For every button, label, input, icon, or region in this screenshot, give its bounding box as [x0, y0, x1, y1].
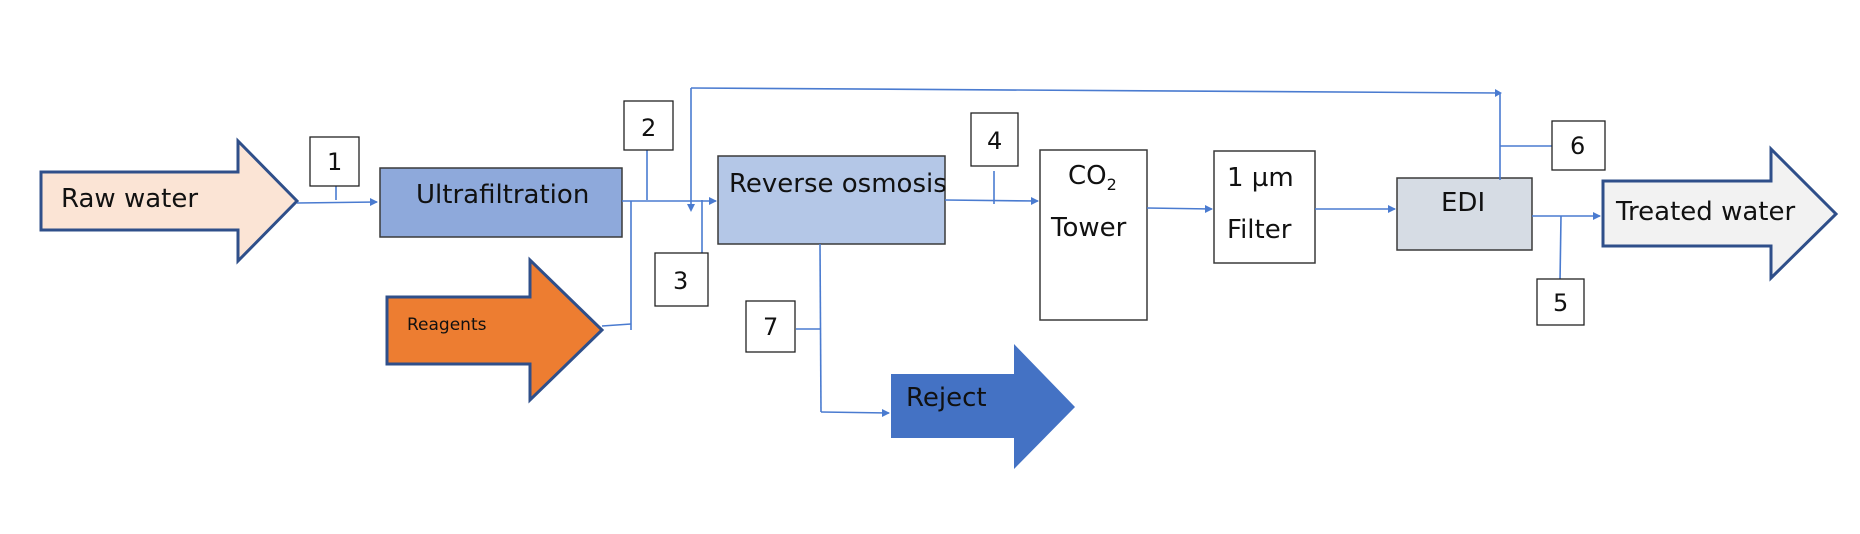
filter-label: Filter: [1227, 215, 1292, 245]
arrowhead-bypass-right: [1495, 89, 1502, 97]
point-4-label: 4: [987, 127, 1002, 155]
treated-water-arrow: [1601, 145, 1839, 282]
filter-size-label: 1 µm: [1227, 163, 1294, 193]
treated-water-label: Treated water: [1615, 197, 1795, 227]
raw-water-arrow: [39, 137, 300, 265]
bypass-top: [690, 87, 1501, 94]
filter-unit: [1213, 150, 1316, 264]
reagents-arrow: [385, 256, 605, 404]
reject-to-arrow: [820, 411, 890, 414]
flow-ro-to-co2: [944, 199, 1039, 202]
leader-5: [1559, 215, 1562, 283]
point-4-box: [970, 112, 1019, 167]
point-3-box: [654, 252, 709, 307]
reject-label: Reject: [906, 383, 987, 413]
arrowhead-treated-in: [1593, 212, 1601, 220]
raw-water-label: Raw water: [61, 184, 198, 214]
flow-lines: [296, 87, 1600, 414]
reverse-osmosis-label: Reverse osmosis: [729, 169, 947, 199]
arrowhead-edi-in: [1388, 205, 1396, 213]
point-6-box: [1551, 120, 1606, 171]
arrowhead-ro-in: [709, 197, 717, 205]
point-1-box: [309, 136, 360, 187]
co2-main-text: CO: [1068, 161, 1107, 191]
arrowhead-filter-in: [1205, 205, 1213, 213]
arrowheads: [370, 89, 1601, 417]
point-2-label: 2: [641, 114, 656, 142]
co2-subscript: 2: [1107, 175, 1117, 194]
point-2-box: [623, 100, 674, 151]
co2-label: CO2: [1068, 161, 1117, 194]
edi-unit: [1396, 177, 1533, 251]
tower-label: Tower: [1050, 213, 1127, 243]
edi-label: EDI: [1441, 188, 1485, 218]
arrowhead-reject-in: [882, 409, 890, 417]
sampling-points: [309, 100, 1606, 353]
point-5-box: [1536, 278, 1585, 326]
reagents-label: Reagents: [407, 315, 487, 335]
reject-down: [819, 243, 822, 413]
arrowhead-co2-in: [1031, 197, 1039, 205]
flow-co2-to-filter: [1146, 207, 1213, 210]
point-7-box: [745, 300, 796, 353]
arrowhead-bypass-down: [687, 204, 695, 212]
flow-reagents-link: [601, 323, 632, 327]
ultrafiltration-label: Ultrafiltration: [416, 180, 589, 210]
point-3-label: 3: [673, 267, 688, 295]
point-5-label: 5: [1553, 289, 1568, 317]
arrowhead-uf-in: [370, 198, 378, 206]
point-1-label: 1: [327, 148, 342, 176]
reject-arrow: [891, 344, 1075, 469]
flow-raw-to-uf: [296, 201, 378, 204]
point-7-label: 7: [763, 313, 778, 341]
ultrafiltration-unit: [379, 167, 623, 238]
point-6-label: 6: [1570, 132, 1585, 160]
co2-tower-unit: [1039, 149, 1148, 321]
